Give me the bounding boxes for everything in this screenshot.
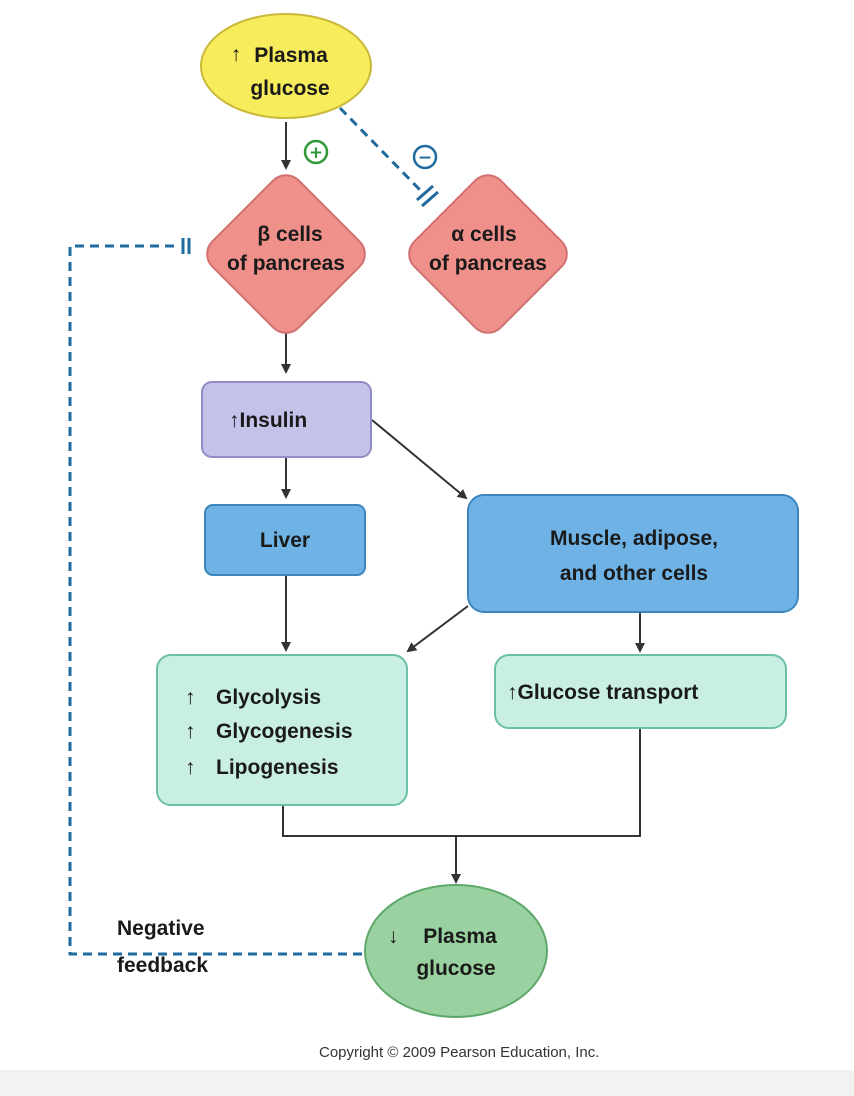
arrow-muscle-to-metabolism [406,605,469,653]
transport-arrow: ↑ [507,681,518,704]
liver-node: Liver [204,504,366,576]
svg-text:↑: ↑ [231,43,242,66]
plasma-down-line1: Plasma [423,925,497,948]
plus-sign-circle [303,139,329,165]
feedback-label-line1: Negative [117,917,205,940]
bottom-band [0,1070,854,1096]
plasma-up-line2: glucose [250,77,329,100]
minus-sign-circle [412,144,438,170]
insulin-label: Insulin [240,409,308,432]
beta-cells-node: β cells of pancreas [206,174,366,334]
inhibit-bar-alpha-2 [421,190,439,208]
copyright-text: Copyright © 2009 Pearson Education, Inc. [319,1044,599,1061]
dashed-feedback-loop [68,244,362,956]
glucose-transport-node: ↑Glucose transport [494,654,787,729]
transport-label: Glucose transport [518,681,699,704]
metabolism-item-1: ↑ Glycolysis [185,686,321,709]
metabolism-item-glycolysis: Glycolysis [216,686,321,709]
metabolism-arrow-2: ↑ [185,720,196,743]
alpha-line1: α cells [451,223,516,246]
beta-line2: of pancreas [227,252,345,275]
minus-sign: − [412,144,438,170]
plasma-up-arrow: ↑ [231,43,242,66]
muscle-line1: Muscle, adipose, [550,527,718,550]
inhibitory-lines [68,106,426,956]
plasma-up-line1: Plasma [254,44,328,67]
minus-sign-text: − [418,148,432,168]
glucose-regulation-diagram: + − ↑ Plasma glucose β cells of pancreas… [68,13,799,1061]
insulin-node: ↑Insulin [201,381,372,458]
inhibition-bars [181,184,439,254]
insulin-arrow: ↑ [229,409,240,432]
plasma-glucose-down-node: ↓ Plasma glucose [364,884,548,1018]
plus-sign: + [303,139,329,165]
liver-label: Liver [260,529,310,552]
plasma-down-line2: glucose [416,957,495,980]
metabolism-arrow-3: ↑ [185,756,196,779]
muscle-node: Muscle, adipose, and other cells [467,494,799,613]
arrow-insulin-to-muscle [371,419,468,500]
metabolism-item-3: ↑ Lipogenesis [185,756,339,779]
plus-sign-text: + [309,143,323,163]
svg-text:↑Glucose transport: ↑Glucose transport [507,681,698,704]
dashed-glucose-to-alpha [338,106,426,196]
svg-text:↑Insulin: ↑Insulin [229,409,307,432]
merge-line [282,728,641,837]
muscle-line2: and other cells [560,562,708,585]
metabolism-item-lipogenesis: Lipogenesis [216,756,339,779]
metabolism-node: ↑ Glycolysis ↑ Glycogenesis ↑ Lipogenesi… [156,654,408,806]
metabolism-arrow-1: ↑ [185,686,196,709]
plasma-down-arrow: ↓ [388,925,399,948]
metabolism-item-2: ↑ Glycogenesis [185,720,353,743]
alpha-line2: of pancreas [429,252,547,275]
beta-line1: β cells [257,223,322,246]
feedback-label-line2: feedback [117,954,208,977]
connectors [281,122,645,884]
inhibit-bar-alpha-1 [416,184,434,202]
alpha-cells-node: α cells of pancreas [408,174,568,334]
metabolism-item-glycogenesis: Glycogenesis [216,720,353,743]
plasma-glucose-up-node: ↑ Plasma glucose [200,13,372,119]
